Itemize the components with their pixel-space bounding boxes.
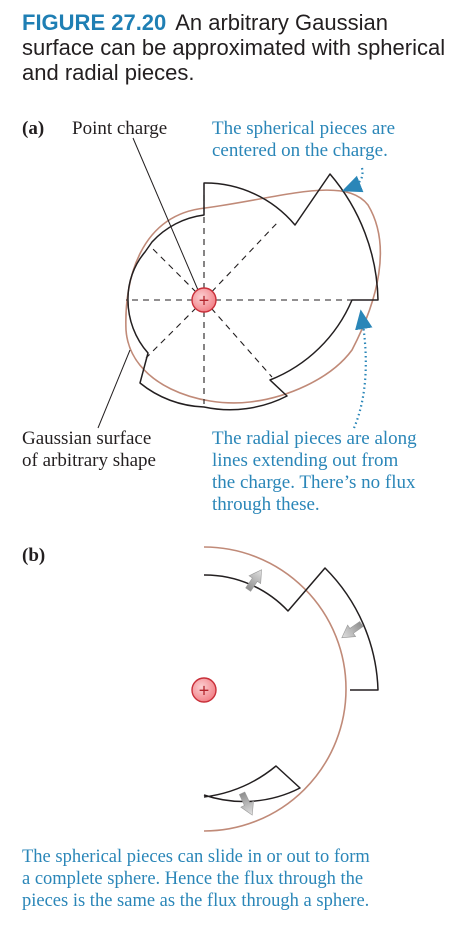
radial-dashed-lines bbox=[126, 180, 378, 404]
part-b-note-line: The spherical pieces can slide in or out… bbox=[22, 847, 370, 867]
charge-symbol: + bbox=[199, 681, 210, 701]
spherical-piece-top bbox=[203, 567, 379, 691]
surface-pointer bbox=[97, 349, 131, 429]
part-b-diagram: + bbox=[191, 546, 379, 832]
part-b-note-line: pieces is the same as the flux through a… bbox=[22, 891, 370, 911]
gaussian-surface-outline bbox=[125, 189, 382, 404]
spherical-piece-bottom bbox=[203, 765, 301, 803]
spherical-note-line: centered on the charge. bbox=[212, 140, 388, 161]
radial-line bbox=[203, 221, 279, 301]
point-charge-label: Point charge bbox=[72, 118, 168, 139]
part-a-label: (a) bbox=[22, 118, 45, 139]
radial-note-line: The radial pieces are along bbox=[212, 428, 417, 449]
radial-note-line: the charge. There’s no flux bbox=[212, 472, 416, 493]
point-charge-pointer bbox=[132, 137, 199, 291]
charge-symbol: + bbox=[199, 291, 210, 311]
flux-arrow-icon bbox=[238, 791, 254, 816]
figure-caption: FIGURE 27.20 An arbitrary Gaussian surfa… bbox=[22, 10, 452, 85]
caption-text: An arbitrary Gaussian surface can be app… bbox=[22, 10, 446, 85]
figure-number: FIGURE 27.20 bbox=[22, 10, 167, 35]
radial-line bbox=[203, 299, 273, 378]
spherical-pieces-note: The spherical pieces are centered on the… bbox=[212, 118, 395, 162]
radial-line bbox=[149, 245, 205, 301]
point-charge-icon: + bbox=[191, 287, 217, 313]
point-charge-icon: + bbox=[191, 677, 217, 703]
part-b-label: (b) bbox=[22, 545, 46, 566]
radial-line bbox=[145, 299, 205, 359]
approximating-surface bbox=[127, 173, 379, 411]
flux-arrow-icon bbox=[245, 569, 262, 592]
radial-pieces-note: The radial pieces are along lines extend… bbox=[212, 428, 417, 516]
part-b-note: The spherical pieces can slide in or out… bbox=[22, 846, 370, 912]
radial-note-line: lines extending out from bbox=[212, 450, 399, 471]
sphere-outline bbox=[203, 546, 347, 832]
flux-arrow-icon bbox=[341, 621, 364, 639]
dotted-pointer-arrow-icon bbox=[352, 309, 373, 429]
dotted-pointer-arrow-icon bbox=[341, 167, 364, 193]
gaussian-surface-label: Gaussian surface of arbitrary shape bbox=[22, 428, 156, 472]
radial-note-line: through these. bbox=[212, 494, 320, 515]
surface-label-line: of arbitrary shape bbox=[22, 450, 156, 471]
spherical-note-line: The spherical pieces are bbox=[212, 118, 396, 139]
part-b-note-line: a complete sphere. Hence the flux throug… bbox=[22, 869, 364, 889]
part-a-diagram: + bbox=[97, 137, 382, 429]
surface-label-line: Gaussian surface bbox=[22, 428, 152, 449]
